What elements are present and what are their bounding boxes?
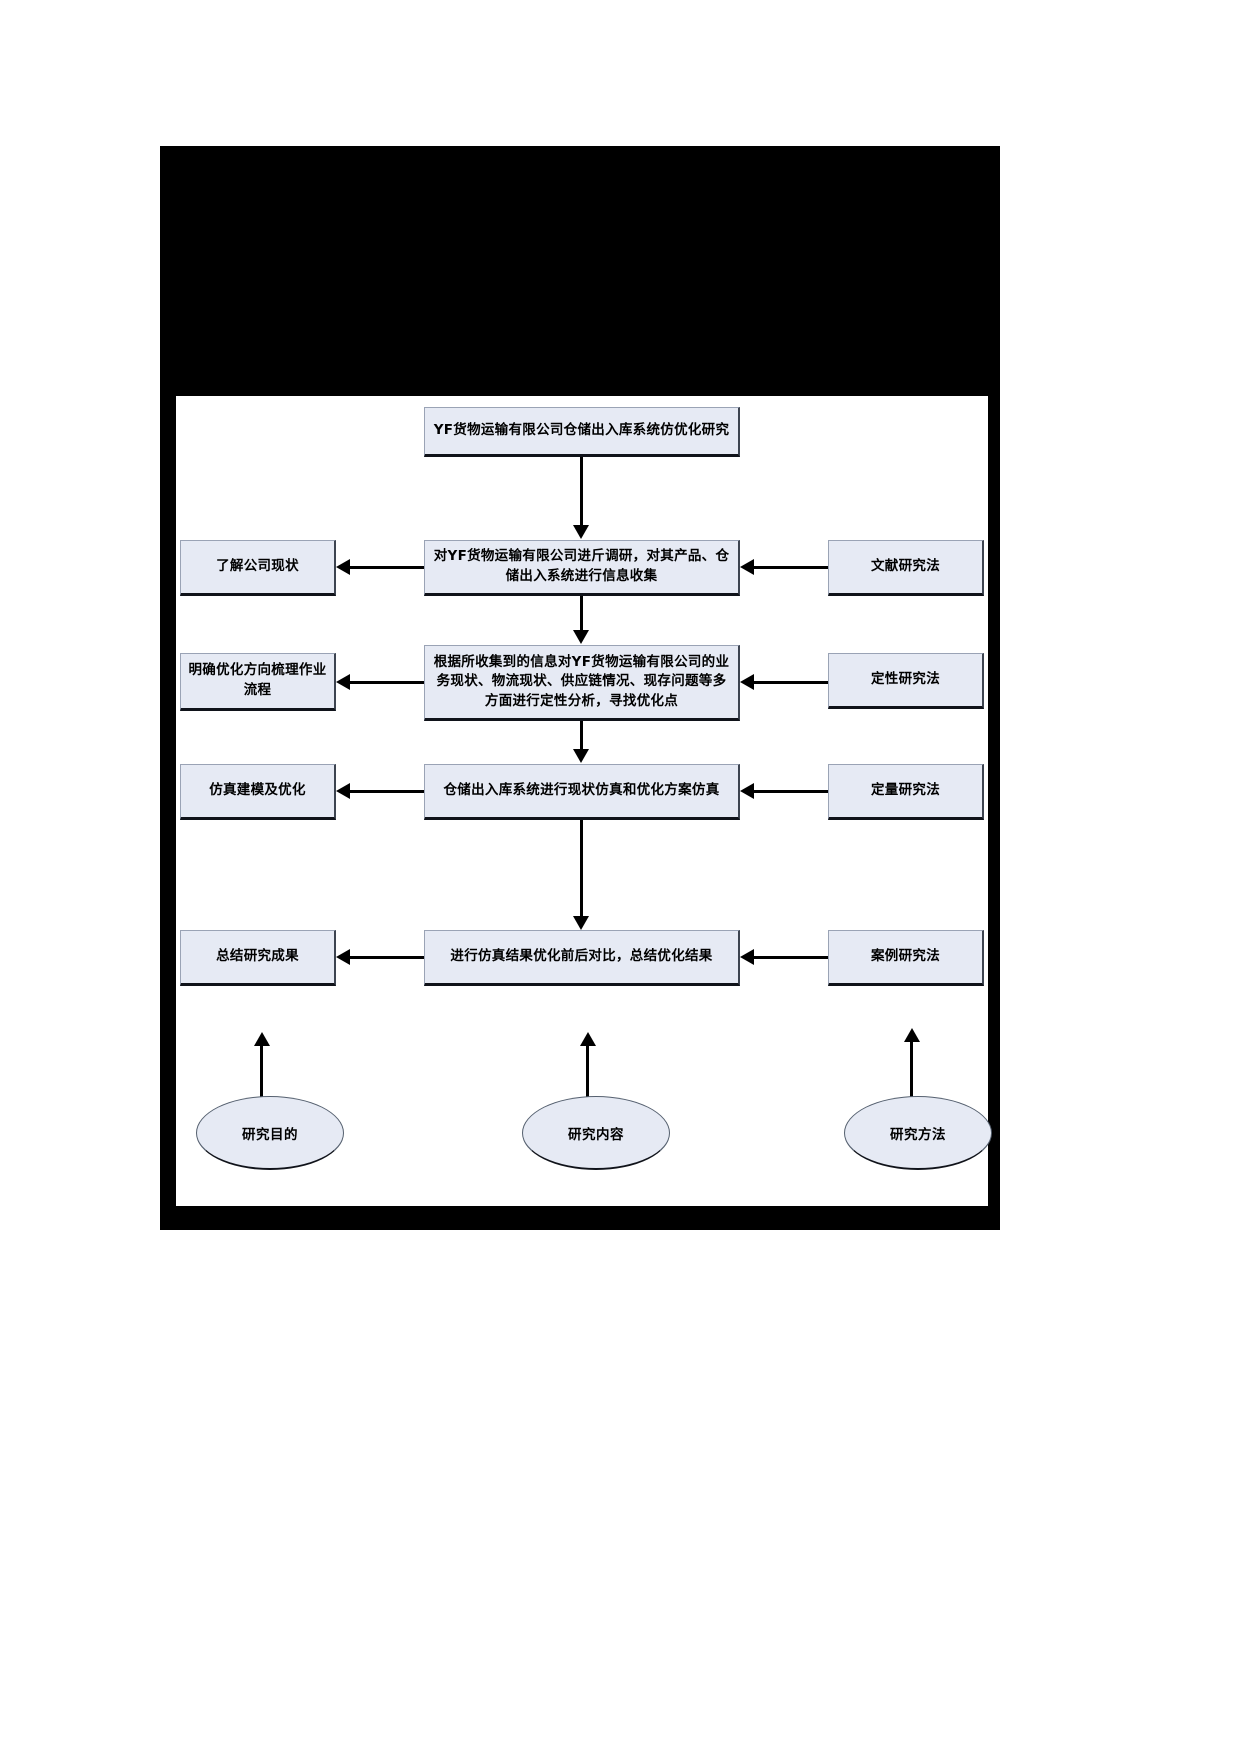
connector-e3-up (910, 1042, 913, 1104)
arrowhead-e2-up (580, 1032, 596, 1046)
node-title[interactable]: YF货物运输有限公司仓储出入库系统仿优化研究 (424, 407, 740, 457)
arrowhead-title-to-c1 (573, 525, 589, 539)
node-content-2-label: 根据所收集到的信息对YF货物运输有限公司的业务现状、物流现状、供应链情况、现存问… (433, 653, 730, 709)
connector-m4-to-c4 (754, 956, 828, 959)
node-content-3[interactable]: 仓储出入库系统进行现状仿真和优化方案仿真 (424, 764, 740, 820)
node-purpose-2-label: 明确优化方向梳理作业流程 (188, 662, 327, 698)
connector-m2-to-c2 (754, 681, 828, 684)
arrowhead-e3-up (904, 1028, 920, 1042)
node-method-1[interactable]: 文献研究法 (828, 540, 984, 596)
arrowhead-m2-to-c2 (740, 674, 754, 690)
arrowhead-c2-to-p2 (336, 674, 350, 690)
connector-c3-to-c4 (580, 820, 583, 920)
node-content-1[interactable]: 对YF货物运输有限公司进斤调研，对其产品、仓储出入系统进行信息收集 (424, 540, 740, 596)
ellipse-research-content[interactable]: 研究内容 (522, 1096, 670, 1170)
arrowhead-m3-to-c3 (740, 783, 754, 799)
ellipse-research-purpose-label: 研究目的 (242, 1126, 298, 1143)
node-purpose-4-label: 总结研究成果 (216, 948, 299, 965)
ellipse-research-content-label: 研究内容 (568, 1126, 624, 1143)
arrowhead-c1-to-p1 (336, 559, 350, 575)
arrowhead-c3-to-c4 (573, 916, 589, 930)
connector-m1-to-c1 (754, 566, 828, 569)
node-content-4[interactable]: 进行仿真结果优化前后对比，总结优化结果 (424, 930, 740, 986)
node-purpose-4[interactable]: 总结研究成果 (180, 930, 336, 986)
node-method-2-label: 定性研究法 (871, 671, 940, 688)
node-method-4-label: 案例研究法 (871, 948, 940, 965)
connector-c1-to-p1 (350, 566, 424, 569)
node-content-3-label: 仓储出入库系统进行现状仿真和优化方案仿真 (443, 782, 720, 799)
arrowhead-c1-to-c2 (573, 630, 589, 644)
arrowhead-m1-to-c1 (740, 559, 754, 575)
connector-c3-to-p3 (350, 790, 424, 793)
node-purpose-3-label: 仿真建模及优化 (209, 782, 306, 799)
node-purpose-3[interactable]: 仿真建模及优化 (180, 764, 336, 820)
node-title-label: YF货物运输有限公司仓储出入库系统仿优化研究 (433, 422, 730, 439)
node-purpose-2[interactable]: 明确优化方向梳理作业流程 (180, 653, 336, 711)
connector-title-to-c1 (580, 457, 583, 529)
node-purpose-1[interactable]: 了解公司现状 (180, 540, 336, 596)
connector-e1-up (260, 1046, 263, 1106)
arrowhead-c2-to-c3 (573, 749, 589, 763)
node-method-3-label: 定量研究法 (871, 782, 940, 799)
connector-c2-to-p2 (350, 681, 424, 684)
node-method-1-label: 文献研究法 (871, 558, 940, 575)
ellipse-research-method[interactable]: 研究方法 (844, 1096, 992, 1170)
connector-e2-up (586, 1046, 589, 1106)
node-method-3[interactable]: 定量研究法 (828, 764, 984, 820)
ellipse-research-purpose[interactable]: 研究目的 (196, 1096, 344, 1170)
ellipse-research-method-label: 研究方法 (890, 1126, 946, 1143)
node-content-4-label: 进行仿真结果优化前后对比，总结优化结果 (450, 948, 713, 965)
node-purpose-1-label: 了解公司现状 (216, 558, 299, 575)
node-content-2[interactable]: 根据所收集到的信息对YF货物运输有限公司的业务现状、物流现状、供应链情况、现存问… (424, 645, 740, 721)
arrowhead-c3-to-p3 (336, 783, 350, 799)
node-content-1-label: 对YF货物运输有限公司进斤调研，对其产品、仓储出入系统进行信息收集 (433, 548, 730, 584)
node-method-4[interactable]: 案例研究法 (828, 930, 984, 986)
connector-c4-to-p4 (350, 956, 424, 959)
connector-m3-to-c3 (754, 790, 828, 793)
diagram-canvas: YF货物运输有限公司仓储出入库系统仿优化研究 对YF货物运输有限公司进斤调研，对… (176, 396, 992, 1206)
arrowhead-e1-up (254, 1032, 270, 1046)
arrowhead-c4-to-p4 (336, 949, 350, 965)
connector-c1-to-c2 (580, 596, 583, 634)
node-method-2[interactable]: 定性研究法 (828, 653, 984, 709)
connector-c2-to-c3 (580, 721, 583, 753)
arrowhead-m4-to-c4 (740, 949, 754, 965)
